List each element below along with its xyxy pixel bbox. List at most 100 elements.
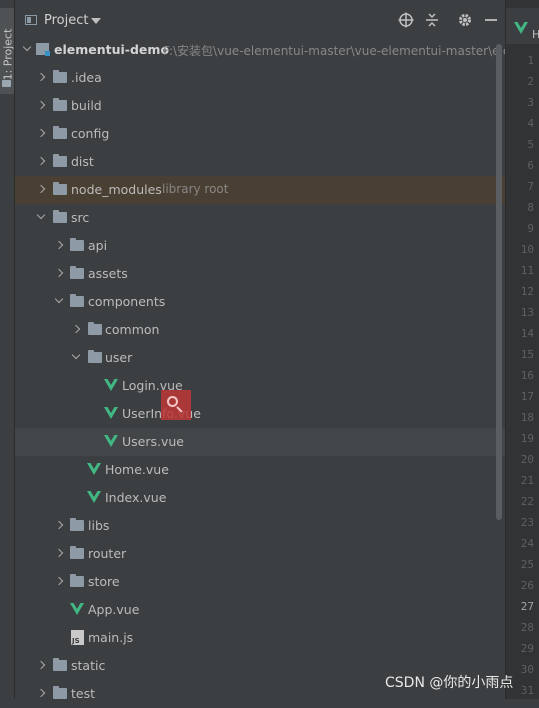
chevron-right-icon[interactable] [55,521,63,531]
tree-row-node-modules[interactable]: node_modules library root [15,176,505,204]
line-number: 4 [527,117,534,130]
line-number: 8 [527,201,534,214]
tree-item-label: libs [88,518,110,533]
chevron-right-icon[interactable] [55,241,63,251]
tree-item-label: App.vue [88,602,140,617]
folder-icon [2,80,11,87]
project-tool-tab[interactable]: 1: Project [0,8,15,94]
tree-row-assets[interactable]: assets [15,260,505,288]
tree-item-label: store [88,574,120,589]
editor-tab[interactable]: H [506,8,539,44]
folder-icon [70,518,84,531]
line-number: 7 [527,180,534,193]
line-number: 22 [520,495,534,508]
magnifier-overlay [161,390,191,420]
tree-row-store[interactable]: store [15,568,505,596]
tree-row-users-vue[interactable]: Users.vue [15,428,505,456]
chevron-right-icon[interactable] [37,73,45,83]
tree-row-login-vue[interactable]: Login.vue [15,372,505,400]
view-dropdown-chevron-down-icon[interactable] [91,18,101,24]
collapse-all-icon[interactable] [423,12,441,30]
chevron-right-icon[interactable] [37,101,45,111]
project-view-icon [25,15,37,25]
folder-icon [53,126,67,139]
tree-item-label: build [71,98,102,113]
panel-title[interactable]: Project [44,13,89,28]
tree-row-build[interactable]: build [15,92,505,120]
line-number: 13 [520,306,534,319]
folder-icon [88,350,102,363]
line-number: 21 [520,474,534,487]
tree-item-label: main.js [88,630,134,645]
tree-item-label: common [105,322,160,337]
line-number: 12 [520,285,534,298]
vertical-scrollbar[interactable] [496,44,502,520]
chevron-down-icon[interactable] [55,297,63,307]
project-panel-header: Project [15,0,505,44]
tree-row-userinfo-vue[interactable]: UserInfo.vue [15,400,505,428]
tree-row-home-vue[interactable]: Home.vue [15,456,505,484]
line-number: 29 [520,642,534,655]
folder-icon [70,294,84,307]
minimize-icon[interactable] [482,12,500,30]
project-folder-icon [36,43,50,56]
folder-icon [70,574,84,587]
chevron-right-icon[interactable] [37,661,45,671]
vue-file-icon [87,463,101,475]
folder-icon [53,210,67,223]
watermark: CSDN @你的小雨点 [385,675,514,691]
tree-item-label: assets [88,266,128,281]
tree-row-config[interactable]: config [15,120,505,148]
tree-item-label: dist [71,154,94,169]
tree-row-app-vue[interactable]: App.vue [15,596,505,624]
folder-icon [53,154,67,167]
chevron-right-icon[interactable] [72,325,80,335]
tree-row-main-js[interactable]: main.js [15,624,505,652]
folder-icon [70,546,84,559]
library-root-hint: library root [162,182,229,196]
tree-row-index-vue[interactable]: Index.vue [15,484,505,512]
tree-row-static[interactable]: static [15,652,505,680]
tree-item-label: static [71,658,106,673]
tree-row-router[interactable]: router [15,540,505,568]
vue-file-icon [514,22,528,34]
tree-row-common[interactable]: common [15,316,505,344]
line-number: 11 [520,264,534,277]
tree-row-api[interactable]: api [15,232,505,260]
chevron-right-icon[interactable] [55,269,63,279]
chevron-right-icon[interactable] [55,549,63,559]
tree-row-components[interactable]: components [15,288,505,316]
gear-icon[interactable] [456,12,474,30]
chevron-right-icon[interactable] [37,185,45,195]
tree-row-idea[interactable]: .idea [15,64,505,92]
folder-icon [70,266,84,279]
chevron-right-icon[interactable] [37,157,45,167]
chevron-down-icon[interactable] [37,213,45,223]
line-number: 16 [520,369,534,382]
tree-row-user[interactable]: user [15,344,505,372]
crosshair-icon[interactable] [397,12,415,30]
tree-row-project-root[interactable]: elementui-demo F:\安装包\vue-elementui-mast… [15,36,522,64]
tree-item-label: node_modules [71,182,162,197]
tree-row-libs[interactable]: libs [15,512,505,540]
tree-item-label: src [71,210,90,225]
chevron-right-icon[interactable] [37,129,45,139]
chevron-down-icon[interactable] [72,353,80,363]
vue-file-icon [104,435,118,447]
line-number: 14 [520,327,534,340]
editor-tab-label: H [532,28,539,41]
project-panel: Project elementui-demo F:\安装包\vue-elemen… [15,0,522,701]
tree-row-dist[interactable]: dist [15,148,505,176]
chevron-down-icon[interactable] [23,45,31,55]
chevron-right-icon[interactable] [37,689,45,699]
magnifier-icon [167,396,178,407]
tree-row-test[interactable]: test [15,680,505,708]
folder-icon [53,182,67,195]
line-number: 28 [520,621,534,634]
chevron-right-icon[interactable] [55,577,63,587]
tree-row-src[interactable]: src [15,204,505,232]
tree-item-label: .idea [71,70,102,85]
line-number: 3 [527,96,534,109]
vue-file-icon [104,407,118,419]
